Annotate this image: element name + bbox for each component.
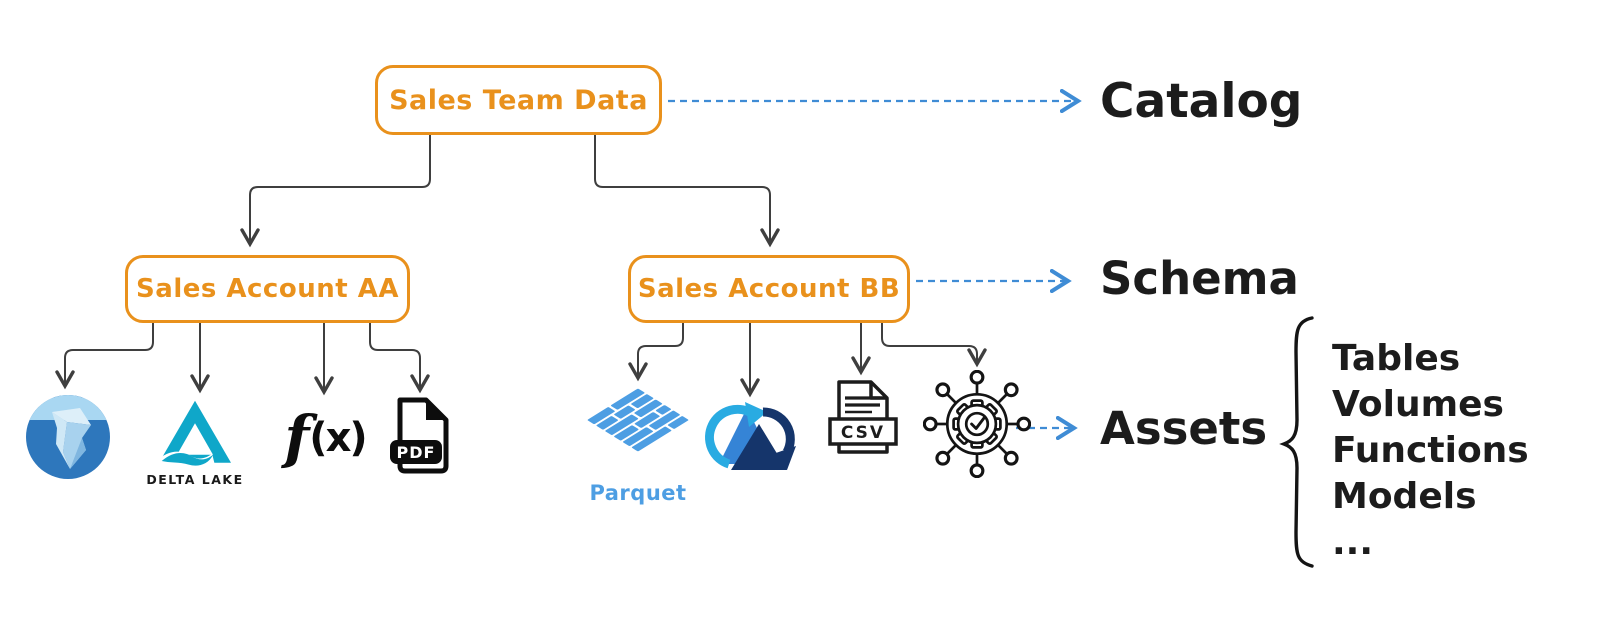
catalog-level-label: Catalog xyxy=(1100,74,1303,129)
catalog-node-label: Sales Team Data xyxy=(389,84,648,116)
schema-node-bb-label: Sales Account BB xyxy=(637,274,901,304)
asset-type-list: Tables Volumes Functions Models ... xyxy=(1332,336,1529,566)
edge-catalog-to-bb xyxy=(594,135,780,248)
catalog-node: Sales Team Data xyxy=(375,65,662,135)
delta-lake-icon xyxy=(154,400,231,469)
gear-network-icon xyxy=(923,370,1031,478)
parquet-caption: Parquet xyxy=(589,481,687,505)
fx-x-glyph: (x) xyxy=(309,415,367,461)
asset-type-functions: Functions xyxy=(1332,430,1529,471)
pdf-file-icon: PDF xyxy=(390,397,449,474)
asset-parquet: Parquet xyxy=(583,384,693,505)
parquet-icon xyxy=(587,388,689,452)
schema-level-label: Schema xyxy=(1100,252,1299,305)
asset-type-ellipsis: ... xyxy=(1332,522,1374,563)
asset-type-models: Models xyxy=(1332,476,1477,517)
asset-type-tables: Tables xyxy=(1332,338,1461,379)
edge-bb-to-parquet xyxy=(628,323,684,382)
asset-type-volumes: Volumes xyxy=(1332,384,1504,425)
asset-gear-network xyxy=(923,370,1031,478)
schema-node-aa-label: Sales Account AA xyxy=(136,274,399,304)
fx-f-glyph: f xyxy=(284,403,310,471)
csv-label: CSV xyxy=(841,423,885,443)
schema-node-aa: Sales Account AA xyxy=(125,255,410,323)
delta-lake-caption: DELTA LAKE xyxy=(146,472,244,487)
csv-file-icon: CSV xyxy=(828,380,898,454)
iceberg-icon xyxy=(26,395,110,479)
asset-delta-sync xyxy=(701,400,801,484)
pdf-label: PDF xyxy=(397,443,436,462)
edge-bb-to-gear xyxy=(881,323,987,368)
asset-iceberg xyxy=(23,392,113,482)
edge-catalog-to-aa xyxy=(240,135,431,248)
assets-level-label: Assets xyxy=(1100,402,1268,455)
asset-delta-lake: DELTA LAKE xyxy=(145,398,245,487)
function-fx-icon: f(x) xyxy=(282,398,368,476)
delta-sync-icon xyxy=(705,402,796,470)
asset-pdf: PDF xyxy=(390,396,454,476)
asset-function: f(x) xyxy=(282,398,368,476)
schema-node-bb: Sales Account BB xyxy=(628,255,910,323)
edge-aa-to-pdf xyxy=(369,323,430,394)
edge-aa-to-iceberg xyxy=(55,323,154,390)
asset-csv: CSV xyxy=(827,378,899,464)
curly-brace xyxy=(1279,316,1314,568)
